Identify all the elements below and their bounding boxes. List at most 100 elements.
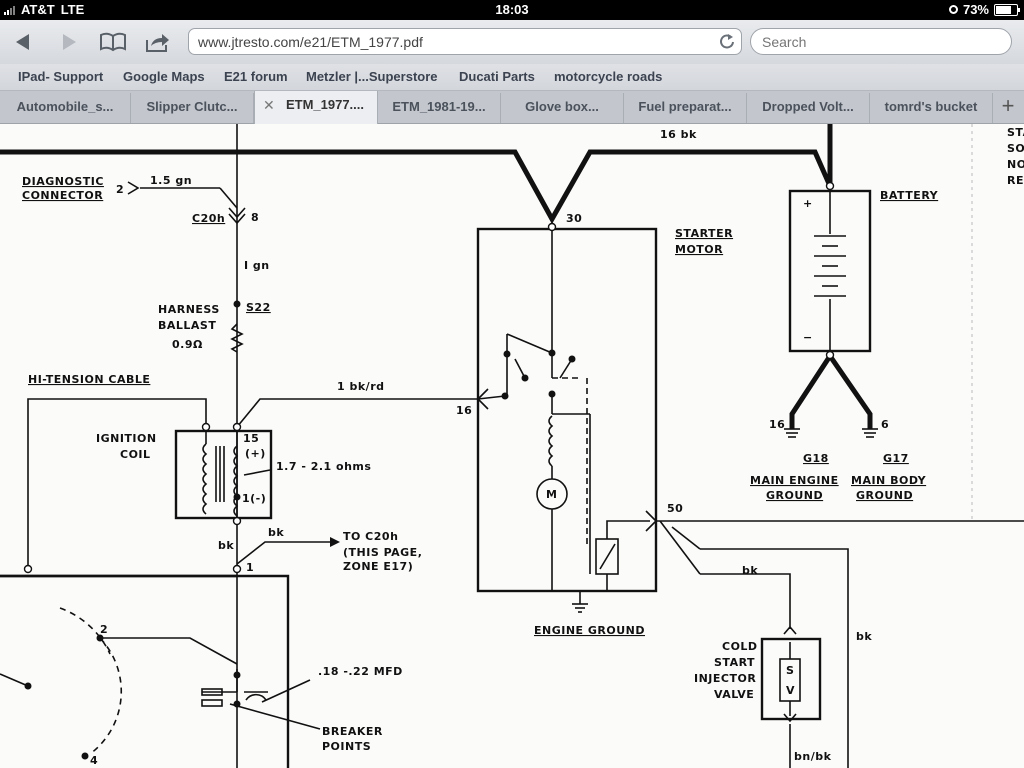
network-label: LTE [60, 2, 85, 17]
share-arrow-icon [146, 34, 169, 52]
label-cold: COLD [722, 640, 758, 653]
carrier-label: AT&T [21, 2, 55, 17]
label-main-engine-ground: GROUND [766, 489, 823, 502]
tab[interactable]: Dropped Volt... [747, 93, 870, 123]
label-start: START [714, 656, 755, 669]
tab[interactable]: tomrd's bucket [870, 93, 993, 123]
label-g17: G17 [883, 452, 909, 465]
clock: 18:03 [495, 2, 529, 17]
tab[interactable]: Glove box... [501, 93, 624, 123]
search-field[interactable] [750, 28, 1012, 55]
plus-icon: + [1001, 93, 1015, 118]
reload-button[interactable] [719, 33, 735, 52]
rotation-lock-icon [948, 5, 958, 14]
label-dist-4: 4 [90, 754, 98, 767]
open-book-icon [100, 32, 126, 52]
label-coil-ohms: 1.7 - 2.1 ohms [276, 460, 371, 473]
label-plus: + [803, 197, 813, 210]
bookmarks-button[interactable] [96, 28, 130, 56]
tab-label: Fuel preparat... [638, 99, 732, 114]
status-bar: AT&T LTE 18:03 73% [0, 0, 1024, 20]
back-arrow-icon [16, 34, 29, 50]
wiring-diagram: DIAGNOSTIC CONNECTOR 2 1.5 gn C20h 8 I g… [0, 124, 1024, 768]
tab[interactable]: Slipper Clutc... [131, 93, 254, 123]
tab[interactable]: ETM_1981-19... [378, 93, 501, 123]
label-minus: − [803, 331, 813, 344]
tab-label: Glove box... [525, 99, 599, 114]
back-button[interactable] [6, 28, 40, 56]
bookmark-item[interactable]: motorcycle roads [554, 69, 663, 84]
label-ignition: IGNITION [96, 432, 157, 445]
tab-label: Slipper Clutc... [146, 99, 238, 114]
label-coil: COIL [120, 448, 151, 461]
label-coil-plus: (+) [245, 447, 266, 460]
label-bk-far: bk [856, 630, 872, 643]
label-dist-2: 2 [100, 623, 108, 636]
label-main-body-ground: GROUND [856, 489, 913, 502]
label-edge-3: NO [1007, 158, 1024, 171]
tab-label: Dropped Volt... [762, 99, 854, 114]
tab-active[interactable]: ✕ ETM_1977.... [254, 91, 378, 124]
battery-icon [994, 3, 1020, 16]
forward-button[interactable] [52, 28, 86, 56]
tab-bar: Automobile_s... Slipper Clutc... ✕ ETM_1… [0, 91, 1024, 124]
tab[interactable]: Fuel preparat... [624, 93, 747, 123]
label-this-page: (THIS PAGE, [343, 546, 422, 559]
label-main-engine: MAIN ENGINE [750, 474, 839, 487]
label-c20h: C20h [192, 212, 225, 225]
reload-icon [720, 34, 734, 49]
label-pin-2: 2 [116, 183, 124, 196]
label-motor-m: M [546, 488, 557, 501]
close-icon: ✕ [263, 97, 275, 113]
bookmarks-bar: IPad- Support Google Maps E21 forum Metz… [0, 64, 1024, 91]
label-pin-8: 8 [251, 211, 259, 224]
label-ohm: 0.9Ω [172, 338, 203, 351]
label-sv-v: V [786, 684, 795, 697]
browser-toolbar: www.jtresto.com/e21/ETM_1977.pdf [0, 20, 1024, 64]
label-starter: STARTER [675, 227, 733, 240]
label-bk-left: bk [218, 539, 234, 552]
tab[interactable]: Automobile_s... [0, 93, 131, 123]
label-connector: CONNECTOR [22, 189, 103, 202]
label-g18-num: 16 [769, 418, 785, 431]
label-bnbk: bn/bk [794, 750, 832, 763]
label-hi-tension: HI-TENSION CABLE [28, 373, 150, 386]
tab-label: Automobile_s... [16, 99, 114, 114]
signal-strength-icon [4, 5, 15, 15]
label-valve: VALVE [714, 688, 754, 701]
label-injector: INJECTOR [694, 672, 756, 685]
search-input[interactable] [762, 34, 992, 50]
share-button[interactable] [140, 28, 174, 56]
close-tab-button[interactable]: ✕ [263, 97, 275, 114]
label-engine-ground: ENGINE GROUND [534, 624, 645, 637]
label-edge-2: SOL [1007, 142, 1024, 155]
bookmark-item[interactable]: Ducati Parts [459, 69, 535, 84]
label-s22: S22 [246, 301, 271, 314]
label-diagnostic: DIAGNOSTIC [22, 175, 104, 188]
address-bar[interactable]: www.jtresto.com/e21/ETM_1977.pdf [188, 28, 742, 55]
tab-label: ETM_1981-19... [392, 99, 486, 114]
label-wire-16bk: 16 bk [660, 128, 697, 141]
pdf-viewer[interactable]: DIAGNOSTIC CONNECTOR 2 1.5 gn C20h 8 I g… [0, 124, 1024, 768]
label-wire-15gn: 1.5 gn [150, 174, 192, 187]
label-edge-1: STA [1007, 126, 1024, 139]
url-text: www.jtresto.com/e21/ETM_1977.pdf [198, 34, 423, 50]
bookmark-item[interactable]: Metzler |...Superstore [306, 69, 438, 84]
label-pin-50: 50 [667, 502, 683, 515]
bookmark-item[interactable]: IPad- Support [18, 69, 104, 84]
label-pin-30: 30 [566, 212, 582, 225]
label-wire-1bkrd: 1 bk/rd [337, 380, 385, 393]
new-tab-button[interactable]: + [994, 93, 1022, 121]
tab-label: tomrd's bucket [884, 99, 978, 114]
bookmark-item[interactable]: Google Maps [123, 69, 205, 84]
forward-arrow-icon [63, 34, 76, 50]
label-points: POINTS [322, 740, 371, 753]
battery-percent: 73% [962, 2, 989, 17]
label-coil-1minus: 1(-) [242, 492, 266, 505]
label-bk-right: bk [268, 526, 284, 539]
bookmark-item[interactable]: E21 forum [224, 69, 288, 84]
label-pin-1: 1 [246, 561, 254, 574]
label-zone: ZONE E17) [343, 560, 413, 573]
label-harness: HARNESS [158, 303, 220, 316]
label-pin-16: 16 [456, 404, 472, 417]
